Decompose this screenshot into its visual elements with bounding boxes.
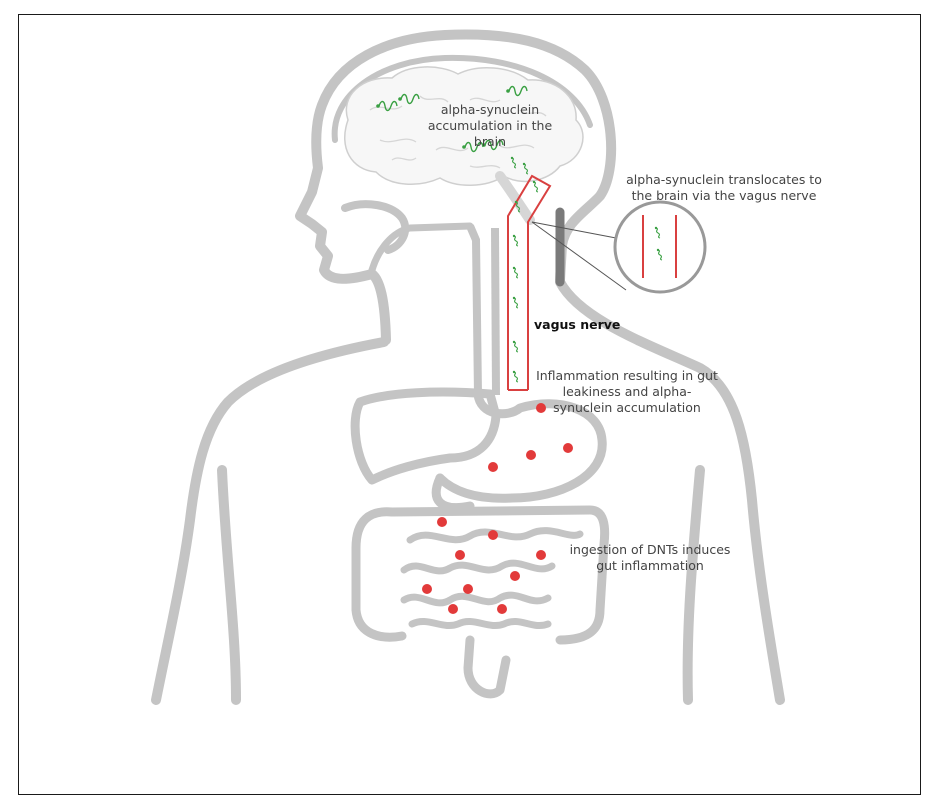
inflammation-dot-icon <box>526 450 536 460</box>
inflammation-dot-icon <box>455 550 465 560</box>
inflammation-dot-icon <box>488 462 498 472</box>
rectum <box>468 640 506 694</box>
vagus-nerve <box>508 176 550 390</box>
small-intestine <box>404 531 580 626</box>
alpha-synuclein-coil-icon <box>513 371 518 382</box>
left-shoulder-arm <box>156 342 384 700</box>
esophagus <box>470 226 496 395</box>
inflammation-dot-icon <box>536 550 546 560</box>
inflammation-dot-icon <box>463 584 473 594</box>
right-shoulder-arm <box>560 282 780 700</box>
label-translocation: alpha-synuclein translocates to the brai… <box>604 172 844 204</box>
inflammation-dot-icon <box>510 571 520 581</box>
label-vagus-nerve: vagus nerve <box>534 317 654 333</box>
inflammation-dot-icon <box>448 604 458 614</box>
liver <box>355 392 496 480</box>
label-brain-accumulation: alpha-synuclein accumulation in the brai… <box>415 102 565 150</box>
inflammation-dot-icon <box>488 530 498 540</box>
oral-passage <box>372 226 470 270</box>
alpha-synuclein-coil-icon <box>533 181 538 192</box>
inflammation-dot-icon <box>422 584 432 594</box>
label-ingestion: ingestion of DNTs induces gut inflammati… <box>560 542 740 574</box>
label-inflammation: Inflammation resulting in gut leakiness … <box>532 368 722 416</box>
right-torso-side <box>688 470 700 700</box>
alpha-synuclein-coil-icon <box>513 267 518 278</box>
alpha-synuclein-coil-icon <box>513 235 518 246</box>
inflammation-dot-icon <box>437 517 447 527</box>
left-torso-side <box>222 470 236 700</box>
inflammation-dot-icon <box>563 443 573 453</box>
alpha-synuclein-coil-icon <box>513 297 518 308</box>
inflammation-dot-icon <box>497 604 507 614</box>
nasal-passage <box>345 204 405 250</box>
brainstem <box>500 176 530 220</box>
alpha-synuclein-coil-icon <box>513 341 518 352</box>
